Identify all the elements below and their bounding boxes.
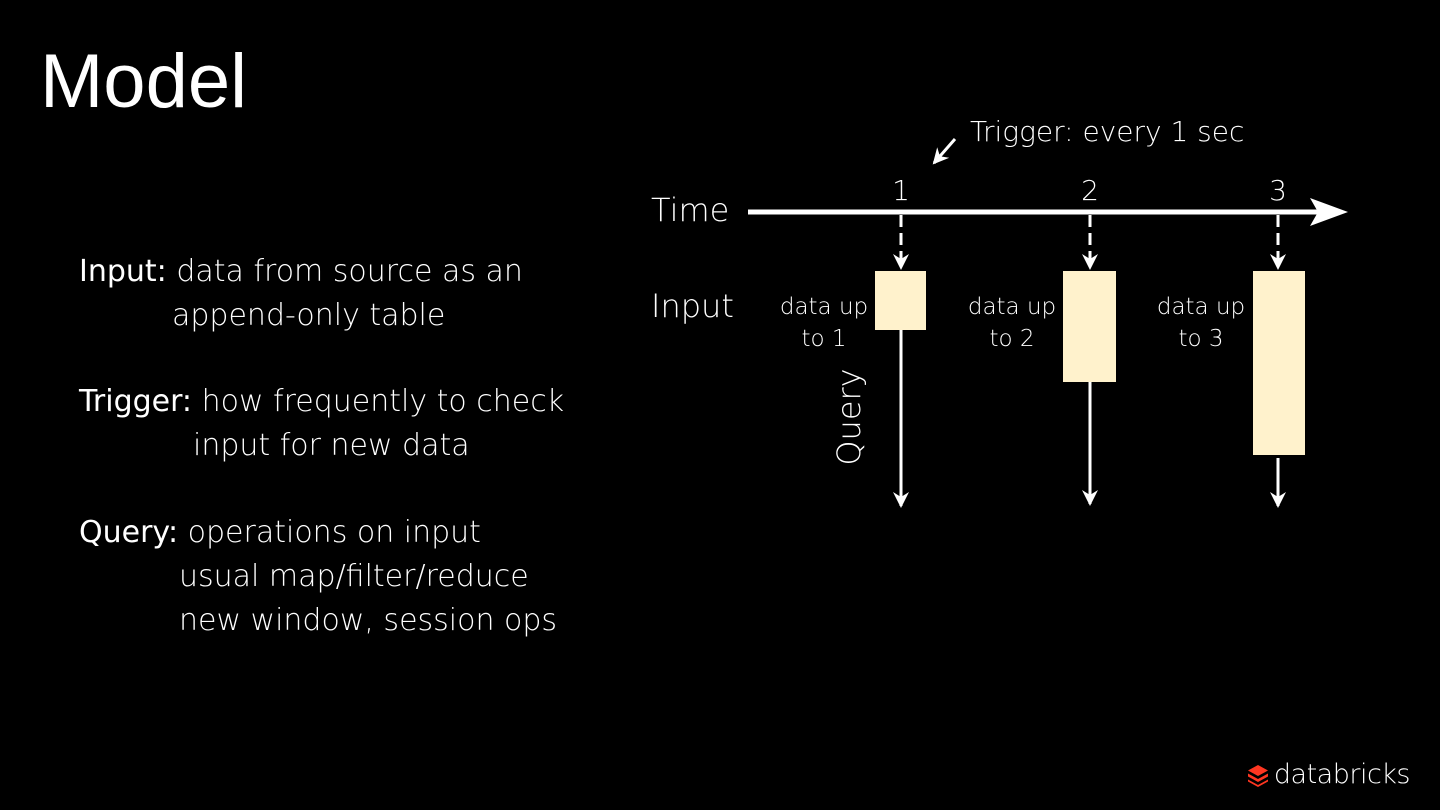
input-label: Input	[651, 287, 734, 325]
bullet-text: new window, session ops	[179, 603, 558, 638]
data-label: to 1	[801, 326, 846, 352]
databricks-wordmark: databricks	[1273, 759, 1411, 790]
bullet-text: operations on input	[187, 515, 481, 550]
bullet-text: input for new data	[193, 428, 470, 463]
slide-title: Model	[40, 39, 247, 124]
time-axis-arrowhead	[1310, 198, 1348, 226]
bullet-term: Input:	[79, 254, 167, 289]
bullet-input: Input: data from source as an append-onl…	[79, 250, 523, 338]
tick-label: 3	[1269, 174, 1287, 207]
databricks-stack-icon	[1247, 764, 1268, 787]
bullet-text: append-only table	[172, 298, 446, 333]
bullet-text: usual map/filter/reduce	[179, 559, 529, 594]
data-label: data up	[1157, 294, 1245, 320]
bullet-term: Trigger:	[79, 384, 193, 419]
bullet-term: Query:	[79, 515, 179, 550]
data-label: data up	[968, 294, 1056, 320]
data-label: to 2	[989, 326, 1034, 352]
bullet-query: Query: operations on input usual map/fil…	[79, 511, 557, 643]
input-table-box	[1253, 271, 1305, 455]
tick-label: 2	[1081, 174, 1099, 207]
data-label: to 3	[1178, 326, 1223, 352]
input-table-box	[1063, 271, 1116, 382]
tick-label: 1	[892, 174, 910, 207]
bullet-text: data from source as an	[176, 254, 523, 289]
bullet-trigger: Trigger: how frequently to check input f…	[79, 380, 564, 468]
query-label: Query	[830, 368, 868, 465]
data-label: data up	[780, 294, 868, 320]
bullet-text: how frequently to check	[201, 384, 565, 419]
input-table-box	[875, 271, 926, 330]
time-label: Time	[651, 191, 729, 229]
trigger-arrow	[932, 138, 957, 165]
trigger-label: Trigger: every 1 sec	[970, 115, 1244, 148]
databricks-logo: databricks	[1246, 759, 1411, 790]
